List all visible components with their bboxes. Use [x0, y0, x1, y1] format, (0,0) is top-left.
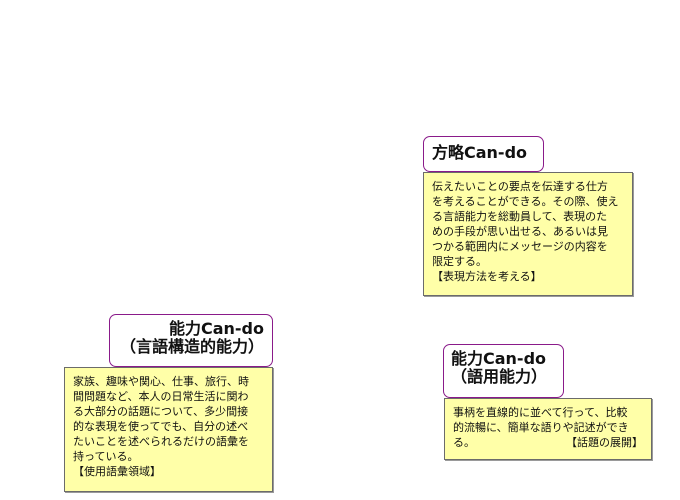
note-line: 伝えたいことの要点を伝達する仕方: [432, 180, 608, 193]
note-line: 的流暢に、簡単な語りや記述ができ: [453, 421, 629, 434]
note-tag: 【話題の展開】: [566, 436, 643, 449]
note-line: めの手段が思い出せる、あるいは見: [432, 225, 608, 238]
strategy-cando-title: 方略Can-do: [423, 136, 544, 172]
note-line: る言語能力を総動員して、表現のた: [432, 210, 608, 223]
pragmatic-title-line2: （語用能力）: [451, 367, 548, 387]
note-line: 事柄を直線的に並べて行って、比較: [453, 406, 628, 419]
language-structure-cando-title: 能力Can-do （言語構造的能力）: [109, 314, 273, 367]
language-structure-cando-note: 家族、趣味や関心、仕事、旅行、時 間問題など、本人の日常生活に関わ る大部分の話…: [64, 367, 273, 492]
note-line: 間問題など、本人の日常生活に関わ: [73, 390, 249, 403]
note-line: 家族、趣味や関心、仕事、旅行、時: [73, 375, 249, 388]
note-line: を考えることができる。その際、使え: [432, 195, 619, 208]
note-line: つかる範囲内にメッセージの内容を: [432, 240, 608, 253]
strategy-cando-title-text: 方略Can-do: [432, 143, 528, 162]
note-line: 持っている。: [73, 450, 139, 463]
note-tag: 【表現方法を考える】: [432, 270, 542, 283]
pragmatic-cando-title: 能力Can-do （語用能力）: [443, 344, 564, 398]
strategy-cando-note: 伝えたいことの要点を伝達する仕方 を考えることができる。その際、使え る言語能力…: [423, 172, 633, 296]
language-structure-title-line1: 能力Can-do: [168, 319, 264, 338]
pragmatic-title-line1: 能力Can-do: [451, 349, 547, 368]
note-tag: 【使用語彙領域】: [73, 465, 161, 478]
note-line: たいことを述べられるだけの語彙を: [73, 435, 249, 448]
pragmatic-cando-note: 事柄を直線的に並べて行って、比較 的流暢に、簡単な語りや記述ができ る。 【話題…: [444, 398, 652, 460]
note-line: る。: [453, 436, 475, 449]
note-line: 的な表現を使ってでも、自分の述べ: [73, 420, 249, 433]
note-line: 限定する。: [432, 255, 487, 268]
language-structure-title-line2: （言語構造的能力）: [119, 337, 264, 357]
note-line: る大部分の話題について、多少間接: [73, 405, 249, 418]
